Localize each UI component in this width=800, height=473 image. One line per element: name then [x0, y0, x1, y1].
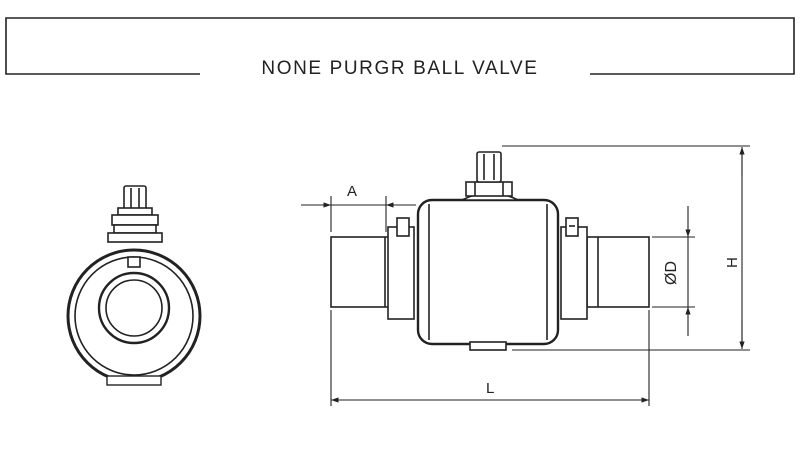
title-frame [5, 17, 795, 75]
dim-label-h: H [724, 257, 741, 268]
front-view [330, 151, 650, 351]
valve-body [416, 198, 560, 346]
dim-label-d: ØD [663, 261, 680, 285]
dim-label-a: A [347, 183, 357, 200]
end-view [66, 185, 202, 386]
valve-stem [465, 181, 513, 197]
dimension-lines [301, 145, 750, 406]
dimension-labels: A ØD H L [347, 183, 741, 397]
right-pipe-end [586, 236, 650, 308]
left-pipe-end [330, 236, 398, 308]
dim-label-l: L [486, 380, 494, 397]
